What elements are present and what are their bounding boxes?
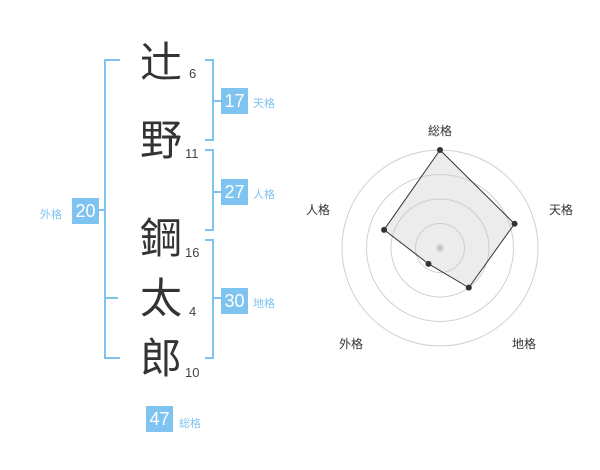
radar-chart [341,147,539,347]
chikaku-value: 30 [221,288,248,314]
chikaku-label: 地格 [253,297,275,310]
radar-center [436,244,444,252]
radar-axis-gaikaku: 外格 [339,337,364,351]
radar-ring [390,198,490,298]
soukaku-value: 47 [146,406,173,432]
stroke-count-2: 11 [185,146,199,161]
radar-polygon [383,149,516,289]
name-char-3: 鋼 [140,214,183,263]
radar-axis-soukaku: 総格 [428,124,453,138]
name-char-1: 辻 [140,38,183,87]
name-char-4: 太 [140,274,183,323]
name-char-2: 野 [140,116,183,165]
stroke-count-4: 4 [189,304,197,319]
jinkaku-label: 人格 [253,188,275,201]
name-char-5: 郎 [140,334,183,383]
stroke-count-1: 6 [189,66,197,81]
radar-axis-tenkaku: 天格 [549,203,574,217]
gaikaku-value: 20 [72,198,99,224]
jinkaku-bracket [205,149,221,231]
tenkaku-value: 17 [221,88,248,114]
radar-point-1 [511,220,518,227]
radar-axis-chikaku: 地格 [512,337,537,351]
chikaku-bracket [205,239,221,359]
radar-point-0 [437,147,443,153]
gaikaku-label: 外格 [40,208,62,221]
radar-point-3 [425,260,432,267]
radar-point-2 [465,284,472,291]
radar-ring [415,223,465,273]
stroke-count-5: 10 [185,365,200,380]
tenkaku-bracket [205,59,221,141]
jinkaku-value: 27 [221,179,248,205]
radar-axis-jinkaku: 人格 [306,203,331,217]
tenkaku-label: 天格 [253,97,275,110]
stroke-count-3: 16 [185,245,200,260]
soukaku-label: 総格 [179,417,201,430]
radar-ring [366,174,514,322]
radar-point-4 [381,226,388,233]
